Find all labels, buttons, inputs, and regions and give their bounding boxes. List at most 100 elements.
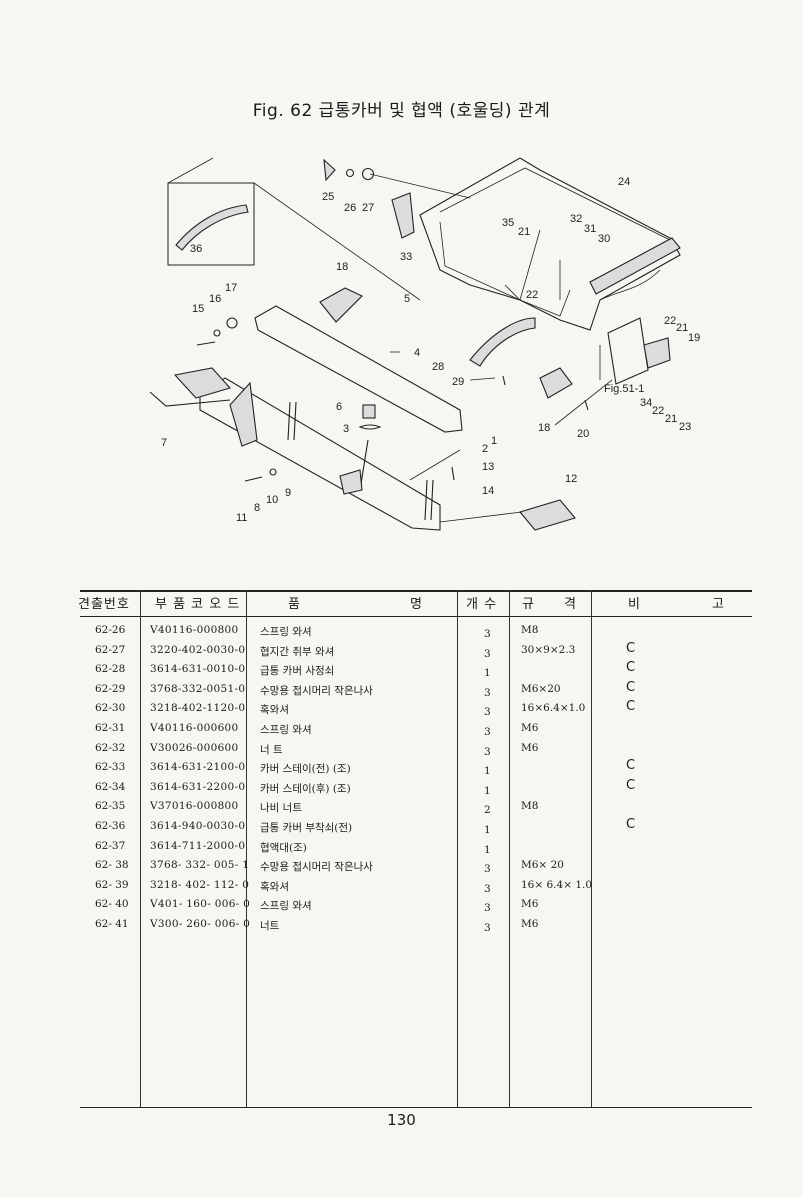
row-cell-no: 62-37 xyxy=(95,839,126,852)
bracket-22 xyxy=(469,317,536,367)
row-cell-note: C xyxy=(626,679,636,695)
column-divider xyxy=(591,590,592,1107)
row-cell-name: 나비 너트 xyxy=(260,802,302,815)
row-cell-spec: M6 xyxy=(521,918,539,930)
row-cell-spec: M6 xyxy=(521,722,539,734)
row-cell-no: 62- 41 xyxy=(95,918,129,930)
row-cell-spec: M8 xyxy=(521,800,539,813)
svg-text:29: 29 xyxy=(452,376,464,388)
table-top-rule xyxy=(80,590,752,592)
svg-text:16: 16 xyxy=(209,293,221,305)
row-cell-spec: M6×20 xyxy=(521,682,561,695)
header-part-code: 부 품 코 오 드 xyxy=(155,597,241,612)
row-cell-qty: 1 xyxy=(484,843,491,856)
row-cell-code: 3614-631-2100-0 xyxy=(150,761,246,774)
row-cell-no: 62-34 xyxy=(95,780,126,793)
svg-text:22: 22 xyxy=(664,315,676,327)
row-cell-qty: 3 xyxy=(484,922,491,934)
row-cell-no: 62-36 xyxy=(95,820,126,832)
tray-front-rail xyxy=(589,237,681,295)
page-number: 130 xyxy=(387,1111,416,1129)
row-cell-name: 카버 스테이(후) (조) xyxy=(260,782,351,795)
row-cell-code: 3614-631-2200-0 xyxy=(150,780,246,793)
row-cell-qty: 3 xyxy=(484,882,491,895)
header-quantity: 개 수 xyxy=(466,597,498,612)
table-bottom-rule xyxy=(80,1107,752,1108)
row-cell-name: 너트 xyxy=(260,920,280,932)
row-cell-qty: 1 xyxy=(484,765,491,778)
row-cell-name: 수망용 접시머리 작은나사 xyxy=(260,684,373,697)
svg-text:12: 12 xyxy=(565,473,577,485)
upper-bar xyxy=(254,305,463,433)
row-cell-qty: 3 xyxy=(484,902,491,915)
row-cell-code: 3614-711-2000-0 xyxy=(150,839,246,852)
row-cell-name: 수망용 접시머리 작은나사 xyxy=(260,861,373,874)
left-bracket xyxy=(173,367,231,399)
header-remarks-part-a: 비 xyxy=(628,597,641,612)
row-cell-no: 62-35 xyxy=(95,800,126,813)
svg-text:13: 13 xyxy=(482,461,494,473)
column-divider xyxy=(246,590,247,1107)
row-cell-code: 3218- 402- 112- 0 xyxy=(150,878,250,891)
svg-text:11: 11 xyxy=(236,512,247,524)
row-cell-spec: 30×9×2.3 xyxy=(521,643,576,656)
row-cell-code: 3768- 332- 005- 1 xyxy=(150,859,250,872)
row-cell-code: V40116-000600 xyxy=(150,722,239,734)
svg-text:31: 31 xyxy=(584,223,596,235)
row-cell-code: V30026-000600 xyxy=(150,741,239,754)
page-title: Fig. 62 급통카버 및 협액 (호울딩) 관계 xyxy=(252,101,551,121)
svg-text:33: 33 xyxy=(400,251,412,263)
row-cell-note: C xyxy=(626,777,636,793)
svg-text:24: 24 xyxy=(618,176,630,188)
row-cell-code: 3614-631-0010-0 xyxy=(150,663,246,676)
svg-text:21: 21 xyxy=(676,322,688,334)
row-cell-name: 카버 스테이(전) (조) xyxy=(260,763,351,776)
svg-text:25: 25 xyxy=(322,191,334,203)
table-header-rule xyxy=(80,616,752,617)
column-divider xyxy=(509,590,510,1107)
row-cell-qty: 3 xyxy=(484,863,491,876)
svg-text:20: 20 xyxy=(577,428,589,440)
svg-text:14: 14 xyxy=(482,485,494,497)
svg-text:19: 19 xyxy=(688,332,700,344)
row-cell-spec: M8 xyxy=(521,624,539,636)
row-cell-note: C xyxy=(626,758,636,774)
svg-text:18: 18 xyxy=(336,261,348,273)
reference-note: Fig.51-1 xyxy=(604,383,644,395)
svg-text:3: 3 xyxy=(343,423,349,435)
row-cell-no: 62-27 xyxy=(95,643,126,656)
label-36: 36 xyxy=(190,243,202,255)
row-cell-name: 너 트 xyxy=(260,743,283,756)
svg-text:18: 18 xyxy=(538,422,550,434)
svg-text:28: 28 xyxy=(432,361,444,373)
svg-text:15: 15 xyxy=(192,303,204,315)
svg-text:26: 26 xyxy=(344,202,356,214)
inset-bracket-shape xyxy=(175,204,249,251)
column-divider xyxy=(140,590,141,1107)
row-cell-qty: 1 xyxy=(484,784,491,797)
row-cell-no: 62- 38 xyxy=(95,859,129,872)
header-remarks-part-b: 고 xyxy=(712,597,725,612)
svg-text:4: 4 xyxy=(414,347,420,359)
row-cell-note: C xyxy=(626,699,636,715)
row-cell-qty: 3 xyxy=(484,628,491,640)
svg-text:9: 9 xyxy=(285,487,291,499)
svg-text:21: 21 xyxy=(518,226,530,238)
svg-text:23: 23 xyxy=(679,421,691,433)
row-cell-spec: M6 xyxy=(521,898,539,911)
row-cell-note: C xyxy=(626,817,636,832)
svg-text:2: 2 xyxy=(482,443,488,455)
plate-18-top xyxy=(319,287,363,323)
row-cell-spec: 16×6.4×1.0 xyxy=(521,702,586,715)
svg-text:22: 22 xyxy=(652,405,664,417)
inset-box xyxy=(167,182,255,266)
row-cell-name: 급통 카버 부착쇠(전) xyxy=(260,822,353,834)
svg-text:27: 27 xyxy=(362,202,374,214)
row-cell-no: 62-26 xyxy=(95,624,126,636)
svg-text:7: 7 xyxy=(161,437,167,449)
row-cell-name: 스프링 와셔 xyxy=(260,900,312,913)
bracket-33-shape xyxy=(391,192,415,239)
row-cell-note: C xyxy=(626,640,636,656)
header-spec-part-a: 규 xyxy=(522,597,535,612)
row-cell-code: V40116-000800 xyxy=(150,624,239,636)
